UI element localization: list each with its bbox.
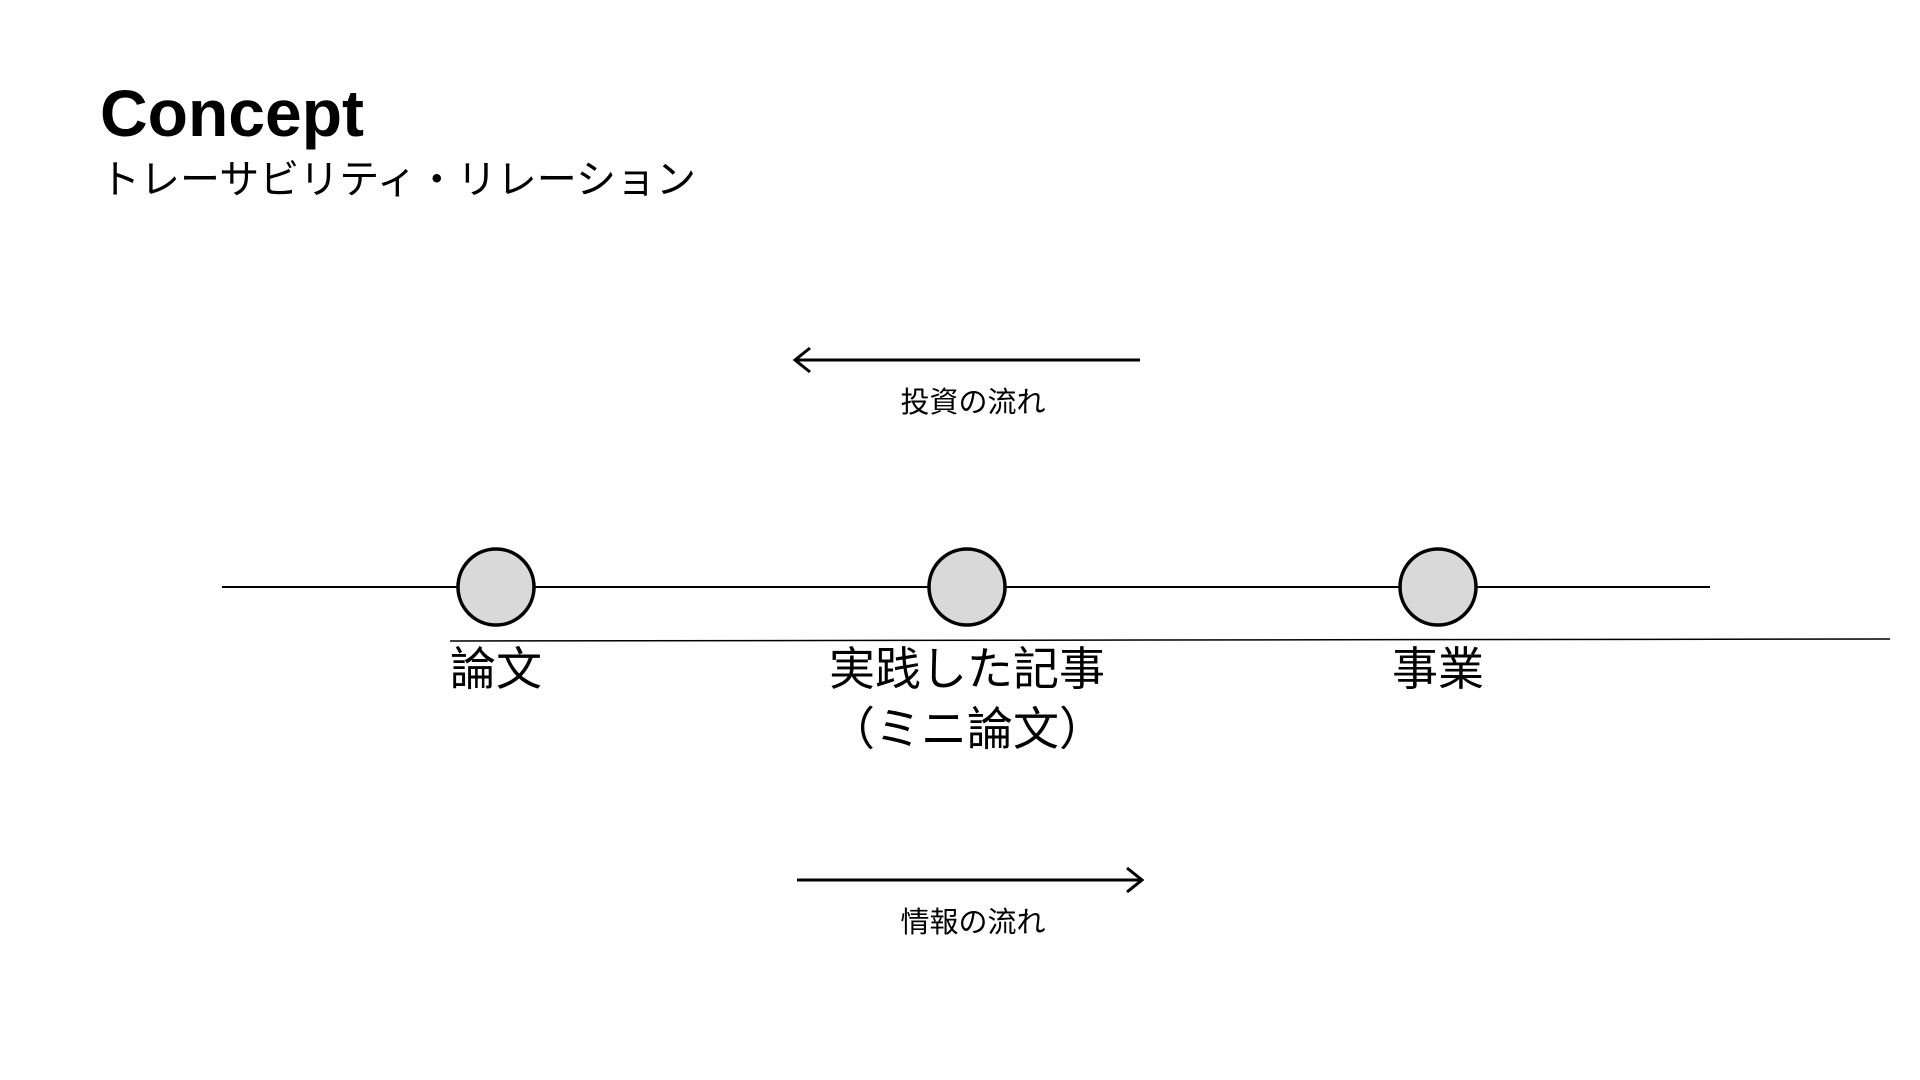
node-circle-paper [456,547,536,627]
node-sublabel-text: （ミニ論文） [829,701,1105,756]
node-label-text: 論文 [450,642,542,696]
node-label-paper: 論文 [316,640,676,700]
timeline-underline [449,638,1891,642]
node-label-business: 事業 [1258,640,1618,700]
investment-flow-label: 投資の流れ [900,385,1046,419]
node-circle-business [1398,547,1478,627]
node-label-text: 事業 [1392,642,1484,696]
node-circle-article [927,547,1007,627]
page-title: Concept [100,76,364,150]
information-flow-label: 情報の流れ [900,905,1046,939]
node-label-article: 実践した記事 （ミニ論文） [787,640,1147,760]
information-flow-arrow [797,866,1145,894]
investment-flow-arrow [792,346,1140,374]
node-label-text: 実践した記事 [829,642,1105,696]
page-subtitle: トレーサビリティ・リレーション [100,157,696,203]
